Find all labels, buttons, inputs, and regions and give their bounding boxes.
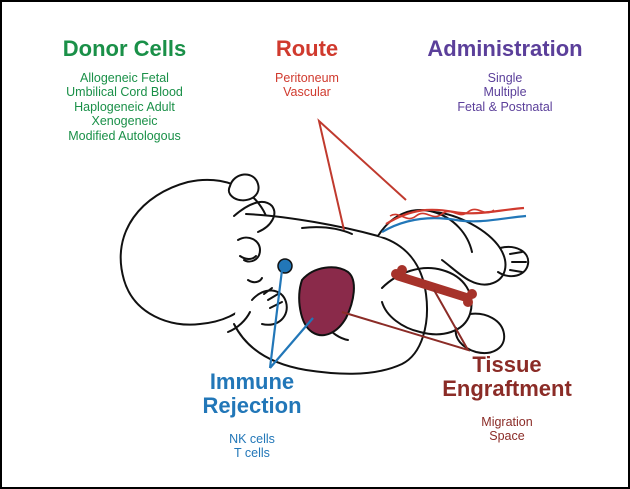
donor-cells-title: Donor Cells: [37, 36, 212, 62]
immune-rejection-group: Immune Rejection NK cells T cells: [172, 370, 332, 461]
immune-rejection-title-line2: Rejection: [172, 394, 332, 418]
route-item: Vascular: [247, 85, 367, 100]
tissue-engraftment-title-line2: Engraftment: [417, 377, 597, 401]
donor-cells-item: Xenogeneic: [37, 114, 212, 129]
route-pointer-lines: [319, 121, 406, 230]
route-group: Route Peritoneum Vascular: [247, 36, 367, 100]
route-item: Peritoneum: [247, 71, 367, 86]
tissue-engraftment-item: Migration: [417, 415, 597, 430]
fetus-toes: [510, 252, 526, 272]
tissue-engraftment-title-line1: Tissue: [417, 353, 597, 377]
donor-cells-item: Umbilical Cord Blood: [37, 85, 212, 100]
tissue-engraftment-title: Tissue Engraftment: [417, 353, 597, 401]
tissue-engraftment-item: Space: [417, 429, 597, 444]
administration-list: Single Multiple Fetal & Postnatal: [400, 71, 610, 115]
fetus-fist-upper: [229, 174, 259, 200]
route-title: Route: [247, 36, 367, 62]
administration-item: Fetal & Postnatal: [400, 100, 610, 115]
donor-cells-group: Donor Cells Allogeneic Fetal Umbilical C…: [37, 36, 212, 143]
tissue-engraftment-list: Migration Space: [417, 415, 597, 444]
immune-rejection-item: NK cells: [172, 432, 332, 447]
immune-rejection-list: NK cells T cells: [172, 432, 332, 461]
immune-rejection-item: T cells: [172, 446, 332, 461]
donor-cells-item: Allogeneic Fetal: [37, 71, 212, 86]
donor-cells-item: Haplogeneic Adult: [37, 100, 212, 115]
administration-group: Administration Single Multiple Fetal & P…: [400, 36, 610, 114]
route-list: Peritoneum Vascular: [247, 71, 367, 100]
administration-item: Multiple: [400, 85, 610, 100]
administration-item: Single: [400, 71, 610, 86]
fetus-foot-lower: [456, 314, 504, 353]
tissue-engraftment-group: Tissue Engraftment Migration Space: [417, 353, 597, 444]
administration-title: Administration: [400, 36, 610, 62]
thymus-organ: [278, 259, 292, 273]
donor-cells-list: Allogeneic Fetal Umbilical Cord Blood Ha…: [37, 71, 212, 144]
donor-cells-item: Modified Autologous: [37, 129, 212, 144]
immune-rejection-title: Immune Rejection: [172, 370, 332, 418]
immune-rejection-title-line1: Immune: [172, 370, 332, 394]
